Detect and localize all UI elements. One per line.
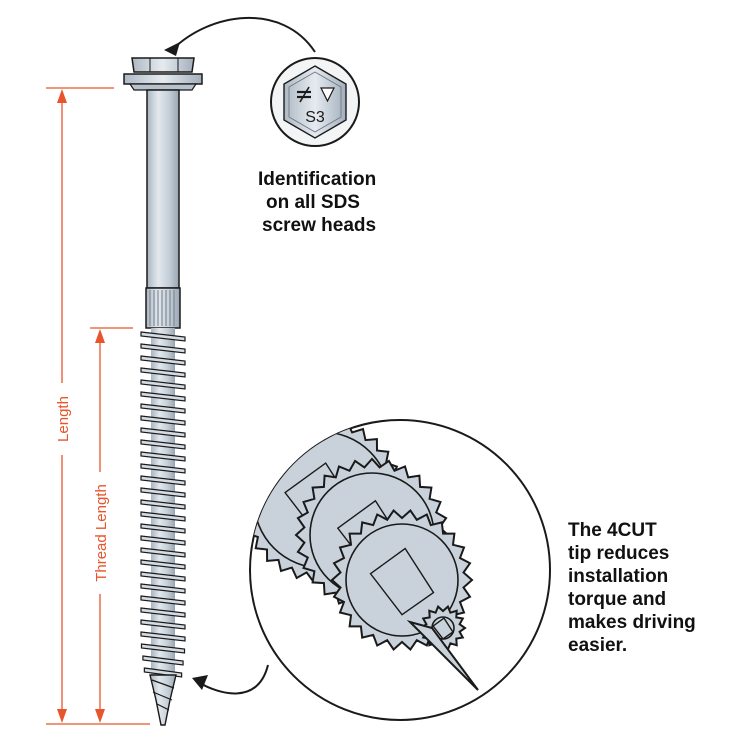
thread-ridge bbox=[140, 571, 186, 582]
thread-ridge bbox=[140, 343, 186, 354]
thread-ridge bbox=[140, 463, 186, 474]
screw-threads bbox=[140, 331, 186, 678]
head-detail-callout: S3 bbox=[164, 17, 360, 147]
thread-ridge bbox=[140, 535, 186, 546]
thread-ridge bbox=[140, 475, 186, 486]
thread-ridge bbox=[140, 379, 186, 390]
length-dimension bbox=[46, 87, 150, 725]
thread-ridge bbox=[140, 391, 186, 402]
thread-ridge bbox=[140, 559, 186, 570]
thread-ridge bbox=[140, 439, 186, 450]
thread-ridge bbox=[140, 403, 186, 414]
thread-length-dimension bbox=[90, 327, 133, 723]
caption-line: The 4CUT bbox=[568, 520, 657, 541]
thread-ridge bbox=[140, 499, 186, 510]
callout-arrow-head-icon bbox=[164, 42, 180, 56]
identification-caption: Identification on all SDS screw heads bbox=[258, 168, 376, 237]
thread-ridge bbox=[140, 415, 186, 426]
head-marking-text: S3 bbox=[305, 109, 325, 126]
thread-ridge bbox=[140, 487, 186, 498]
equals-slash-logo-icon bbox=[297, 86, 311, 103]
caption-line: Identification bbox=[258, 169, 377, 190]
screw-head bbox=[123, 57, 203, 91]
hex-head-top-icon bbox=[283, 65, 347, 139]
caption-line: installation bbox=[568, 566, 669, 587]
thread-ridge bbox=[140, 607, 186, 618]
thread-ridge bbox=[140, 355, 186, 366]
disk-edge bbox=[345, 523, 459, 637]
thread-ridge bbox=[140, 619, 186, 630]
thread-ridge bbox=[142, 655, 184, 666]
thread-ridge bbox=[140, 631, 186, 642]
disk-facet bbox=[369, 547, 435, 616]
callout-arrow-tip-icon bbox=[192, 675, 208, 690]
tip-detail-callout bbox=[192, 419, 551, 721]
thread-ridge bbox=[140, 547, 186, 558]
caption-line: tip reduces bbox=[568, 543, 670, 564]
thread-ridge bbox=[140, 511, 186, 522]
caption-line: torque and bbox=[568, 589, 667, 610]
thread-ridge bbox=[140, 331, 186, 342]
thread-ridge bbox=[140, 643, 186, 654]
caption-line: easier. bbox=[568, 635, 628, 656]
caption-line: screw heads bbox=[262, 215, 377, 236]
thread-ridge bbox=[140, 451, 186, 462]
tip-caption: The 4CUT tip reduces installation torque… bbox=[568, 519, 696, 657]
caption-line: on all SDS bbox=[266, 192, 360, 213]
thread-ridge bbox=[140, 595, 186, 606]
length-label: Length bbox=[55, 396, 72, 442]
thread-ridge bbox=[140, 583, 186, 594]
thread-ridge bbox=[140, 523, 186, 534]
thread-length-label: Thread Length bbox=[93, 484, 110, 582]
disk-facet bbox=[432, 617, 454, 640]
triangle-mark-icon bbox=[320, 87, 335, 103]
screw-shank bbox=[140, 89, 186, 726]
thread-ridge bbox=[140, 367, 186, 378]
thread-ridge bbox=[140, 427, 186, 438]
caption-line: makes driving bbox=[568, 612, 696, 633]
